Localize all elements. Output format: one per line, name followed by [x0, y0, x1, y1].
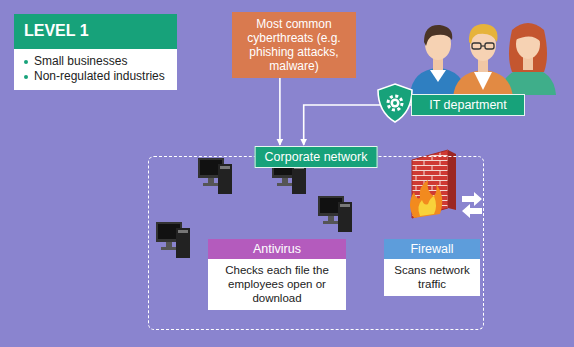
computer-icon [318, 196, 352, 232]
shield-icon [378, 84, 412, 122]
panel-heading: LEVEL 1 [14, 14, 177, 49]
tool-box: FirewallScans network traffic [384, 239, 480, 296]
computer-icon [198, 158, 232, 194]
level-panel: LEVEL 1Small businessesNon-regulated ind… [14, 14, 177, 90]
tool-description: Checks each file the employees open or d… [208, 259, 346, 310]
bullet-dot [24, 75, 28, 79]
tool-heading: Firewall [384, 239, 480, 259]
computer-icon [156, 222, 190, 258]
firewall-icon [410, 150, 456, 218]
connector-arrow [279, 78, 281, 145]
network-region: Corporate networkAntivirusChecks each fi… [148, 156, 484, 330]
tool-heading: Antivirus [208, 239, 346, 259]
box-text: Most common cyberthreats (e.g. phishing … [236, 17, 352, 73]
bullet-row: Non-regulated industries [24, 69, 169, 84]
panel-body: Small businessesNon-regulated industries [14, 49, 177, 90]
bullet-row: Small businesses [24, 54, 169, 69]
bullet-text: Non-regulated industries [34, 69, 165, 84]
bullet-text: Small businesses [34, 54, 127, 69]
traffic-arrows [462, 192, 482, 218]
network-label: Corporate network [255, 146, 378, 168]
threat-box: Most common cyberthreats (e.g. phishing … [232, 12, 356, 78]
bullet-dot [24, 60, 28, 64]
department-box: IT department [411, 94, 525, 116]
people-illustration [410, 23, 556, 98]
box-text: IT department [416, 98, 520, 112]
tool-box: AntivirusChecks each file the employees … [208, 239, 346, 310]
tool-description: Scans network traffic [384, 259, 480, 296]
